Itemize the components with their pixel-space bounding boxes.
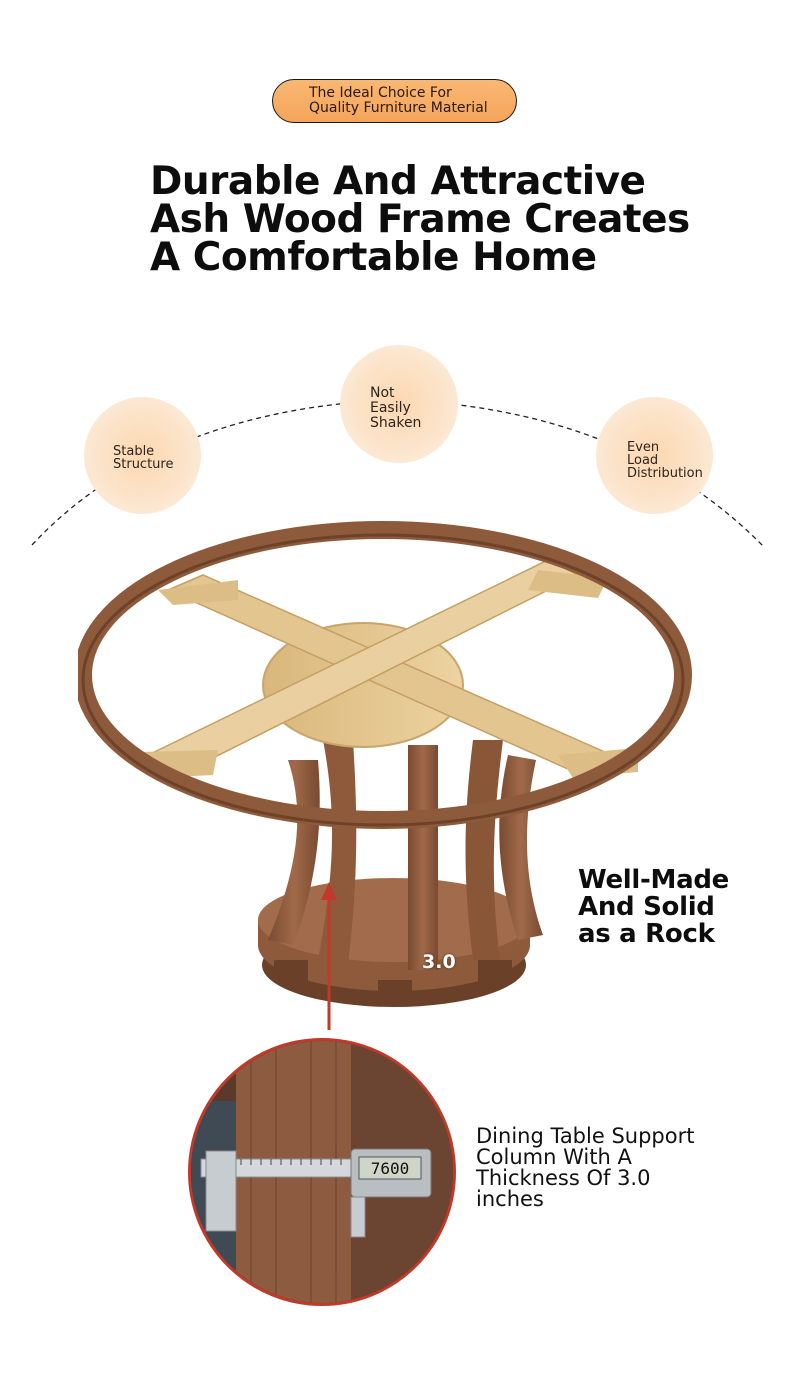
headline: Durable And Attractive Ash Wood Frame Cr… bbox=[150, 159, 690, 280]
caption-line-3: Thickness Of 3.0 bbox=[476, 1166, 651, 1190]
headline-line-1: Durable And Attractive bbox=[150, 159, 646, 204]
feature-3-line-1: Even bbox=[627, 440, 660, 455]
caliper-reading: 7600 bbox=[371, 1159, 410, 1178]
feature-3-line-3: Distribution bbox=[627, 466, 703, 481]
arrow-head bbox=[321, 882, 337, 900]
caption-line-4: inches bbox=[476, 1187, 544, 1211]
headline-line-2: Ash Wood Frame Creates bbox=[150, 197, 690, 242]
thickness-badge: 3.0 bbox=[422, 951, 456, 973]
tagline-line-1: The Ideal Choice For bbox=[309, 85, 452, 101]
side-title-line-2: And Solid bbox=[578, 892, 715, 922]
tagline-badge: The Ideal Choice For Quality Furniture M… bbox=[272, 79, 517, 123]
feature-bubble-stable: Stable Structure bbox=[84, 397, 201, 514]
headline-line-3: A Comfortable Home bbox=[150, 235, 597, 280]
tagline-line-2: Quality Furniture Material bbox=[309, 100, 488, 116]
caption-line-2: Column With A bbox=[476, 1145, 632, 1169]
caption: Dining Table Support Column With A Thick… bbox=[476, 1126, 694, 1210]
feature-3-line-2: Load bbox=[627, 453, 659, 468]
side-title: Well-Made And Solid as a Rock bbox=[578, 867, 729, 948]
feature-1-line-2: Structure bbox=[113, 457, 174, 472]
feature-bubble-not-shaken: Not Easily Shaken bbox=[340, 345, 458, 463]
caliper-closeup: 7600 bbox=[188, 1038, 456, 1306]
table-frame-illustration bbox=[78, 521, 692, 1030]
feature-1-line-1: Stable bbox=[113, 444, 155, 459]
side-title-line-3: as a Rock bbox=[578, 919, 715, 949]
side-title-line-1: Well-Made bbox=[578, 865, 729, 895]
feature-bubble-even-load: Even Load Distribution bbox=[596, 397, 713, 514]
feature-2-line-3: Shaken bbox=[370, 415, 422, 431]
caption-line-1: Dining Table Support bbox=[476, 1124, 695, 1148]
feature-2-line-2: Easily bbox=[370, 400, 411, 416]
feature-2-line-1: Not bbox=[370, 385, 395, 401]
